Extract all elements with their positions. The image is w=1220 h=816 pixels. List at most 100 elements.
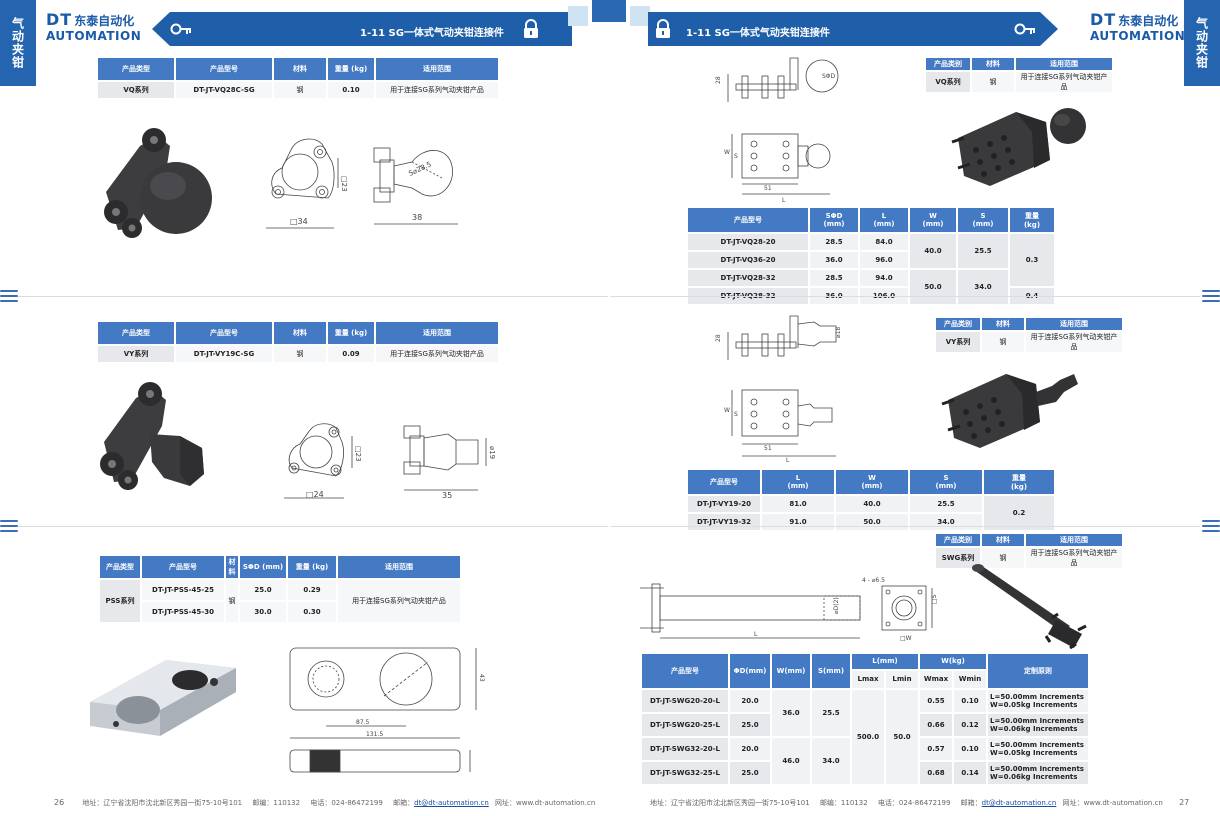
cell: DT-JT-SWG32-20-L bbox=[642, 738, 728, 760]
vq-drawing: 28 SΦD W S 51 L bbox=[715, 57, 839, 204]
cell: 钢 bbox=[982, 332, 1024, 352]
cell: DT-JT-PSS-45-30 bbox=[142, 602, 224, 622]
cell: 28.5 bbox=[810, 270, 858, 286]
dim-label: □23 bbox=[340, 176, 348, 192]
dim-label: □W bbox=[900, 635, 912, 642]
dim-label: W bbox=[724, 407, 730, 414]
header-cell: 产品型号 bbox=[642, 654, 728, 688]
footer-web[interactable]: 网址：www.dt-automation.cn bbox=[495, 799, 596, 807]
footer-right: 地址：辽宁省沈阳市沈北新区秀园一街75-10号101 邮编：110132 电话：… bbox=[650, 798, 1189, 808]
table-row: DT-JT-SWG20-20-L 20.0 36.0 25.5 500.0 50… bbox=[642, 690, 1088, 784]
divider bbox=[610, 296, 1200, 297]
table-row: DT-JT-VQ28-32 28.5 94.0 50.0 34.0 bbox=[688, 270, 1054, 304]
page-number: 27 bbox=[1179, 798, 1190, 807]
cell: DT-JT-VY19C-SG bbox=[176, 346, 272, 362]
side-category-tab[interactable]: 气动夹钳 bbox=[1184, 0, 1220, 86]
cell: 46.0 bbox=[772, 738, 810, 784]
dim-label: ⌀D(2) bbox=[833, 597, 840, 614]
cell: 钢 bbox=[274, 82, 326, 98]
swg-drawing: L ⌀D(2) 4 - ⌀6.5 □S □W bbox=[640, 577, 938, 642]
dim-label: 51 bbox=[764, 185, 772, 192]
divider bbox=[18, 296, 608, 297]
table-row: VQ系列 DT-JT-VQ28C-SG 钢 0.10 用于连接SG系列气动夹钳产… bbox=[98, 82, 498, 98]
header-cell: 适用范围 bbox=[1026, 534, 1122, 546]
header-cell: 重量 (kg) bbox=[328, 58, 374, 80]
section-title: 1-11 SG一体式气动夹钳连接件 bbox=[360, 28, 504, 39]
footer-email-link[interactable]: dt@dt-automation.cn bbox=[981, 799, 1057, 807]
cell: 0.66 bbox=[920, 714, 952, 736]
menu-icon[interactable] bbox=[0, 520, 18, 532]
cell: 94.0 bbox=[860, 270, 908, 286]
footer-web[interactable]: 网址：www.dt-automation.cn bbox=[1062, 799, 1163, 807]
vy19c-drawing: □23 □24 35 ⌀19 bbox=[284, 423, 496, 500]
header-cell: 材料 bbox=[226, 556, 238, 578]
cell: DT-JT-VQ28-32 bbox=[688, 270, 808, 286]
header-cell: 产品型号 bbox=[176, 58, 272, 80]
title-bar-shape bbox=[152, 12, 572, 46]
cell: DT-JT-PSS-45-25 bbox=[142, 580, 224, 600]
cell: DT-JT-VY19-32 bbox=[688, 514, 760, 530]
dim-label: L bbox=[754, 631, 758, 638]
header-cell: 材料 bbox=[274, 58, 326, 80]
footer-zip: 邮编：110132 bbox=[819, 799, 868, 807]
cell: 50.0 bbox=[836, 514, 908, 530]
side-category-tab[interactable]: 气动夹钳 bbox=[0, 0, 36, 86]
header-cell: 产品型号 bbox=[688, 470, 760, 494]
decor-square bbox=[592, 0, 610, 22]
footer-email-link[interactable]: dt@dt-automation.cn bbox=[414, 799, 489, 807]
table-row: PSS系列 DT-JT-PSS-45-25 钢 25.0 0.29 用于连接SG… bbox=[100, 580, 460, 622]
brand-dt: DT bbox=[46, 10, 73, 29]
vy-info-table: 产品类别 材料 适用范围 VY系列 钢 用于连接SG系列气动夹钳产品 bbox=[934, 316, 1124, 354]
footer-address: 地址：辽宁省沈阳市沈北新区秀园一街75-10号101 bbox=[650, 799, 810, 807]
cell: 0.2 bbox=[984, 496, 1054, 530]
table-row: DT-JT-VQ28-20 28.5 84.0 40.0 25.5 0.3 bbox=[688, 234, 1054, 286]
vy19c-product-image bbox=[100, 382, 204, 490]
cell: 0.14 bbox=[954, 762, 986, 784]
footer-zip: 邮编：110132 bbox=[252, 799, 301, 807]
header-cell: 材料 bbox=[982, 318, 1024, 330]
header-cell: 适用范围 bbox=[1016, 58, 1112, 70]
cell: 0.3 bbox=[1010, 234, 1054, 286]
header-cell: L(mm) bbox=[852, 654, 918, 669]
cell: 用于连接SG系列气动夹钳产品 bbox=[1026, 548, 1122, 568]
cell: 28.5 bbox=[810, 234, 858, 250]
cell: 20.0 bbox=[730, 738, 770, 760]
table-row: SWG系列 钢 用于连接SG系列气动夹钳产品 bbox=[936, 548, 1122, 568]
header-cell: 产品类别 bbox=[936, 534, 980, 546]
header-cell: SΦD(mm) bbox=[810, 208, 858, 232]
table-row: DT-JT-PSS-45-30 30.0 0.30 bbox=[100, 602, 460, 622]
cell: 用于连接SG系列气动夹钳产品 bbox=[1016, 72, 1112, 92]
header-cell: 重量(kg) bbox=[984, 470, 1054, 494]
menu-icon[interactable] bbox=[1202, 520, 1220, 532]
dim-label: ⌀18 bbox=[835, 327, 842, 338]
cell: 钢 bbox=[972, 72, 1014, 92]
cell: 25.0 bbox=[240, 580, 286, 600]
cell: 81.0 bbox=[762, 496, 834, 512]
dim-label: 131.5 bbox=[366, 731, 383, 738]
footer-left: 26 地址：辽宁省沈阳市沈北新区秀园一街75-10号101 邮编：110132 … bbox=[54, 798, 595, 808]
cell: 用于连接SG系列气动夹钳产品 bbox=[1026, 332, 1122, 352]
dim-label: SΦD bbox=[822, 73, 836, 80]
page-number: 26 bbox=[54, 798, 65, 807]
section-title-bar: 1-11 SG一体式气动夹钳连接件 bbox=[648, 12, 1058, 46]
header-cell: W(kg) bbox=[920, 654, 986, 669]
cell: 40.0 bbox=[910, 234, 956, 268]
header-cell: 重量 (kg) bbox=[288, 556, 336, 578]
cell: 25.0 bbox=[730, 714, 770, 736]
table-row: VY系列 DT-JT-VY19C-SG 钢 0.09 用于连接SG系列气动夹钳产… bbox=[98, 346, 498, 362]
cell: 34.0 bbox=[812, 738, 850, 784]
menu-icon[interactable] bbox=[1202, 290, 1220, 302]
header-cell: 适用范围 bbox=[376, 322, 498, 344]
cell: 0.12 bbox=[954, 714, 986, 736]
subheader-cell: Lmax bbox=[852, 670, 884, 688]
cell: 50.0 bbox=[886, 690, 918, 784]
pss-drawing: 87.5 131.5 43 bbox=[289, 647, 485, 773]
section-title: 1-11 SG一体式气动夹钳连接件 bbox=[686, 28, 830, 39]
menu-icon[interactable] bbox=[0, 290, 18, 302]
header-cell: 重量(kg) bbox=[1010, 208, 1054, 232]
cell: 0.68 bbox=[920, 762, 952, 784]
cell: DT-JT-SWG20-20-L bbox=[642, 690, 728, 712]
header-cell: S(mm) bbox=[958, 208, 1008, 232]
